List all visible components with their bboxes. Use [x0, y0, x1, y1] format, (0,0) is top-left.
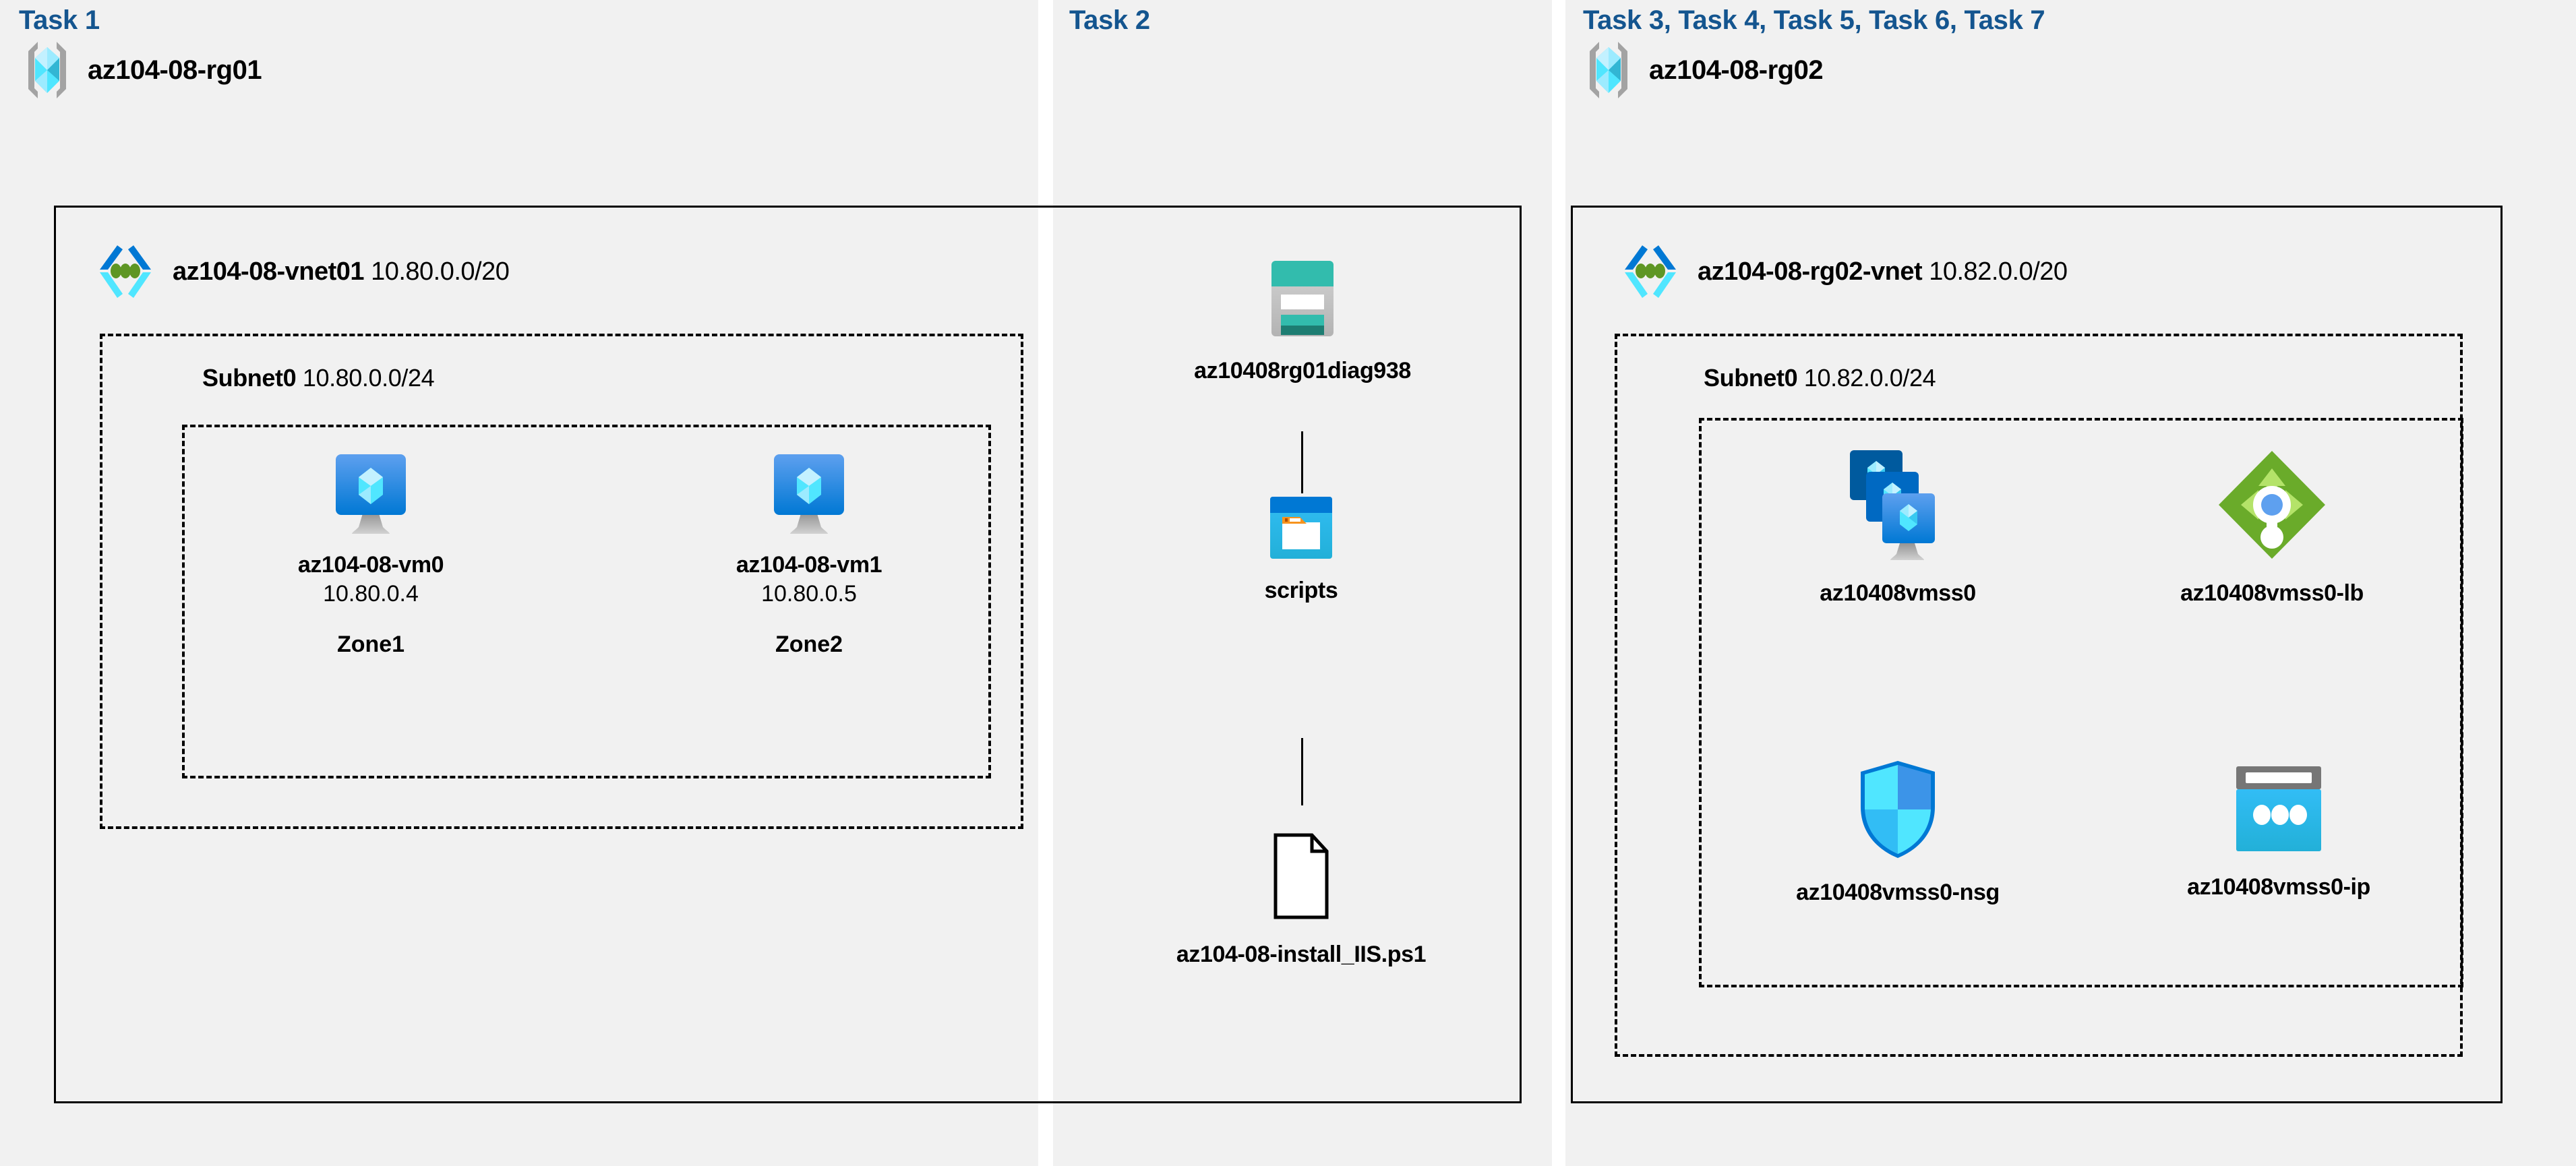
vm0-zone: Zone1: [336, 632, 405, 657]
vnet-box-az104-08-rg02-vnet: [1571, 206, 2503, 1103]
vnet-label-az104-08-rg02-vnet: az104-08-rg02-vnet 10.82.0.0/20: [1698, 257, 2068, 286]
vm1-zone: Zone2: [775, 632, 843, 657]
vm0-name: az104-08-vm0: [297, 552, 444, 578]
vm0-ip: 10.80.0.4: [323, 581, 419, 607]
vmss-label: az10408vmss0: [1820, 580, 1976, 606]
node-az104-08-vm1[interactable]: az104-08-vm1 10.80.0.5 Zone2: [701, 452, 917, 658]
file-label: az104-08-install_IIS.ps1: [1176, 942, 1427, 967]
nsg-label: az10408vmss0-nsg: [1796, 880, 2000, 905]
vnet-name: az104-08-rg02-vnet: [1698, 257, 1923, 286]
load-balancer-icon: [2217, 448, 2328, 561]
storage-account-icon: [1270, 259, 1335, 338]
node-blob-container-scripts[interactable]: scripts: [1207, 495, 1396, 604]
node-az104-08-vm0[interactable]: az104-08-vm0 10.80.0.4 Zone1: [263, 452, 479, 658]
network-security-group-icon: [1857, 758, 1939, 861]
virtual-network-icon: [1618, 243, 1683, 301]
vm1-name: az104-08-vm1: [736, 552, 882, 578]
panel-task-2: Task 2: [1053, 0, 1552, 1166]
storage-account-label: az10408rg01diag938: [1194, 358, 1411, 383]
node-az10408vmss0-ip[interactable]: az10408vmss0-ip: [2134, 765, 2424, 900]
resources-box-task3: [1699, 418, 2463, 987]
node-az10408vmss0-lb[interactable]: az10408vmss0-lb: [2117, 448, 2427, 607]
vnet-header-az104-08-rg02-vnet: az104-08-rg02-vnet 10.82.0.0/20: [1618, 243, 2068, 301]
virtual-network-icon: [93, 243, 158, 301]
gutter-1-top: [1038, 0, 1053, 206]
subnet-name: Subnet0: [202, 364, 297, 392]
resource-group-rg02-label: az104-08-rg02: [1649, 55, 1824, 85]
task-1-title: Task 1: [19, 5, 100, 35]
gutter-1-bottom: [1038, 1105, 1053, 1166]
file-icon: [1269, 832, 1334, 920]
load-balancer-label: az10408vmss0-lb: [2180, 580, 2364, 606]
connector-storage-to-container: [1301, 431, 1303, 493]
subnet-label-task3: Subnet0 10.82.0.0/24: [1704, 364, 1936, 392]
subnet-label-task1: Subnet0 10.80.0.0/24: [202, 364, 435, 392]
node-az10408vmss0-nsg[interactable]: az10408vmss0-nsg: [1746, 758, 2049, 906]
availability-zones-box: [182, 425, 991, 778]
vm1-ip: 10.80.0.5: [761, 581, 857, 607]
blob-container-icon: [1269, 495, 1334, 560]
vnet-box-az104-08-vnet01: [54, 206, 1522, 1103]
public-ip-label: az10408vmss0-ip: [2187, 874, 2370, 900]
node-storage-account[interactable]: az10408rg01diag938: [1174, 259, 1431, 384]
task-3-to-7-title: Task 3, Task 4, Task 5, Task 6, Task 7: [1583, 5, 2045, 35]
subnet-box-subnet0-task1: [100, 334, 1023, 829]
vm-scale-set-icon: [1840, 446, 1955, 564]
vnet-label-az104-08-vnet01: az104-08-vnet01 10.80.0.0/20: [173, 257, 510, 286]
resource-group-icon: [1584, 39, 1633, 101]
gutter-1-mid: [1038, 208, 1053, 1101]
virtual-machine-icon: [330, 452, 411, 536]
vnet-cidr: 10.82.0.0/20: [1929, 257, 2068, 286]
virtual-machine-icon: [769, 452, 849, 536]
resource-group-rg01: az104-08-rg01: [23, 39, 262, 101]
resource-group-rg01-label: az104-08-rg01: [88, 55, 262, 85]
public-ip-address-icon: [2235, 765, 2323, 854]
gutter-2: [1552, 0, 1565, 1166]
resource-group-icon: [23, 39, 71, 101]
node-file-install-iis[interactable]: az104-08-install_IIS.ps1: [1085, 832, 1517, 968]
panel-task-3-to-7: Task 3, Task 4, Task 5, Task 6, Task 7 a…: [1565, 0, 2576, 1166]
vnet-header-az104-08-vnet01: az104-08-vnet01 10.80.0.0/20: [93, 243, 510, 301]
subnet-cidr: 10.80.0.0/24: [302, 364, 435, 392]
connector-container-to-file: [1301, 738, 1303, 805]
vnet-cidr: 10.80.0.0/20: [371, 257, 510, 286]
panel-task-1: Task 1 az104-08-rg01: [0, 0, 1038, 1166]
subnet-name: Subnet0: [1704, 364, 1798, 392]
node-az10408vmss0[interactable]: az10408vmss0: [1753, 446, 2043, 607]
resource-group-rg02: az104-08-rg02: [1584, 39, 1824, 101]
vnet-name: az104-08-vnet01: [173, 257, 365, 286]
blob-container-label: scripts: [1264, 578, 1338, 603]
subnet-cidr: 10.82.0.0/24: [1803, 364, 1936, 392]
task-2-title: Task 2: [1069, 5, 1150, 35]
